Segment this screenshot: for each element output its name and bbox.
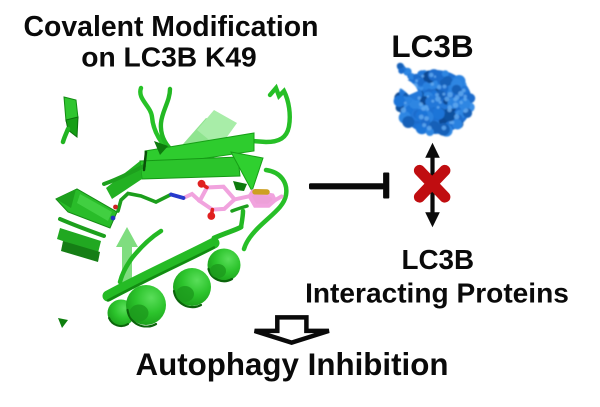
svg-text:LC3B: LC3B	[402, 244, 475, 275]
svg-text:on LC3B K49: on LC3B K49	[81, 40, 256, 72]
svg-text:Interacting Proteins: Interacting Proteins	[305, 278, 569, 309]
svg-text:Covalent Modification: Covalent Modification	[24, 11, 319, 43]
svg-text:LC3B: LC3B	[391, 28, 473, 64]
svg-text:Autophagy Inhibition: Autophagy Inhibition	[136, 347, 449, 382]
